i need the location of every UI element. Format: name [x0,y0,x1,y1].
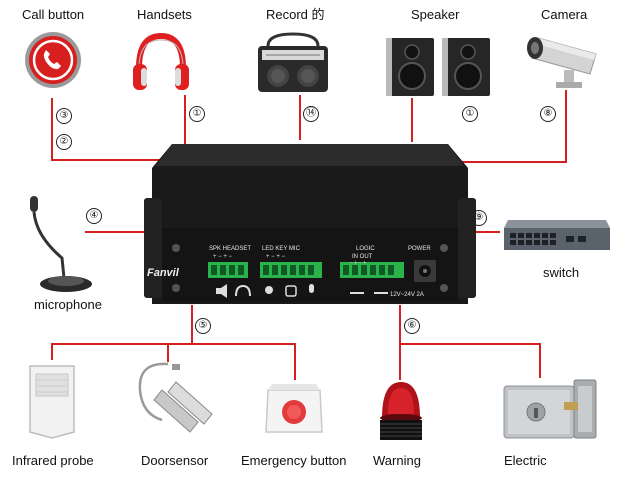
badge-call-3: ③ [56,108,72,124]
camera-label: Camera [541,7,588,22]
speaker-label: Speaker [411,7,460,22]
network-switch-icon [502,214,612,259]
electric-lock-icon [500,376,600,447]
intercom-gateway-device [142,138,478,315]
badge-camera: ⑧ [540,106,556,122]
ports-left-label: SPK HEADSET [209,246,252,252]
record-label: Record 的 [266,7,325,22]
power-label: POWER [408,246,431,252]
badge-microphone: ④ [86,208,102,224]
handsets-label: Handsets [137,7,192,22]
microphone-label: microphone [34,297,102,312]
wire-electric [400,343,541,378]
power-spec: 12V~24V 2A [390,292,424,298]
badge-speaker: ① [462,106,478,122]
call-button-icon [23,30,83,95]
device-brand: Fanvil [147,267,179,279]
camera-icon [524,28,604,97]
ports-left-polarity: + − + − [213,254,233,260]
ports-logic-label: LOGIC [356,246,375,252]
badge-handsets: ① [189,106,205,122]
warning-light-icon [372,378,430,451]
emergency-button-label: Emergency button [241,453,347,468]
ports-logic-inout: IN OUT [352,254,373,260]
wire-camera [452,90,567,163]
badge-call-2: ② [56,134,72,150]
wire-sensors-bus [51,343,296,380]
warning-label: Warning [373,453,421,468]
switch-label: switch [543,265,580,280]
badge-sensors: ⑤ [195,318,211,334]
ports-mid-polarity: + − + − [266,254,286,260]
ports-mid-label: LED KEY MIC [262,246,300,252]
headphones-icon [131,30,191,101]
infrared-probe-icon [26,362,78,445]
call-button-label: Call button [22,7,85,22]
ports-logic-polarity: − + − + [350,260,366,266]
radio-recorder-icon [256,32,330,99]
doorsensor-label: Doorsensor [141,453,209,468]
electric-label: Electric [504,453,547,468]
microphone-icon [26,196,100,301]
emergency-button-icon [262,380,326,445]
speakers-icon [384,36,494,103]
wire-call-button [51,98,164,161]
badge-outputs: ⑥ [404,318,420,334]
infrared-probe-label: Infrared probe [12,453,94,468]
door-sensor-icon [132,360,224,447]
badge-record: ⑭ [303,106,319,122]
